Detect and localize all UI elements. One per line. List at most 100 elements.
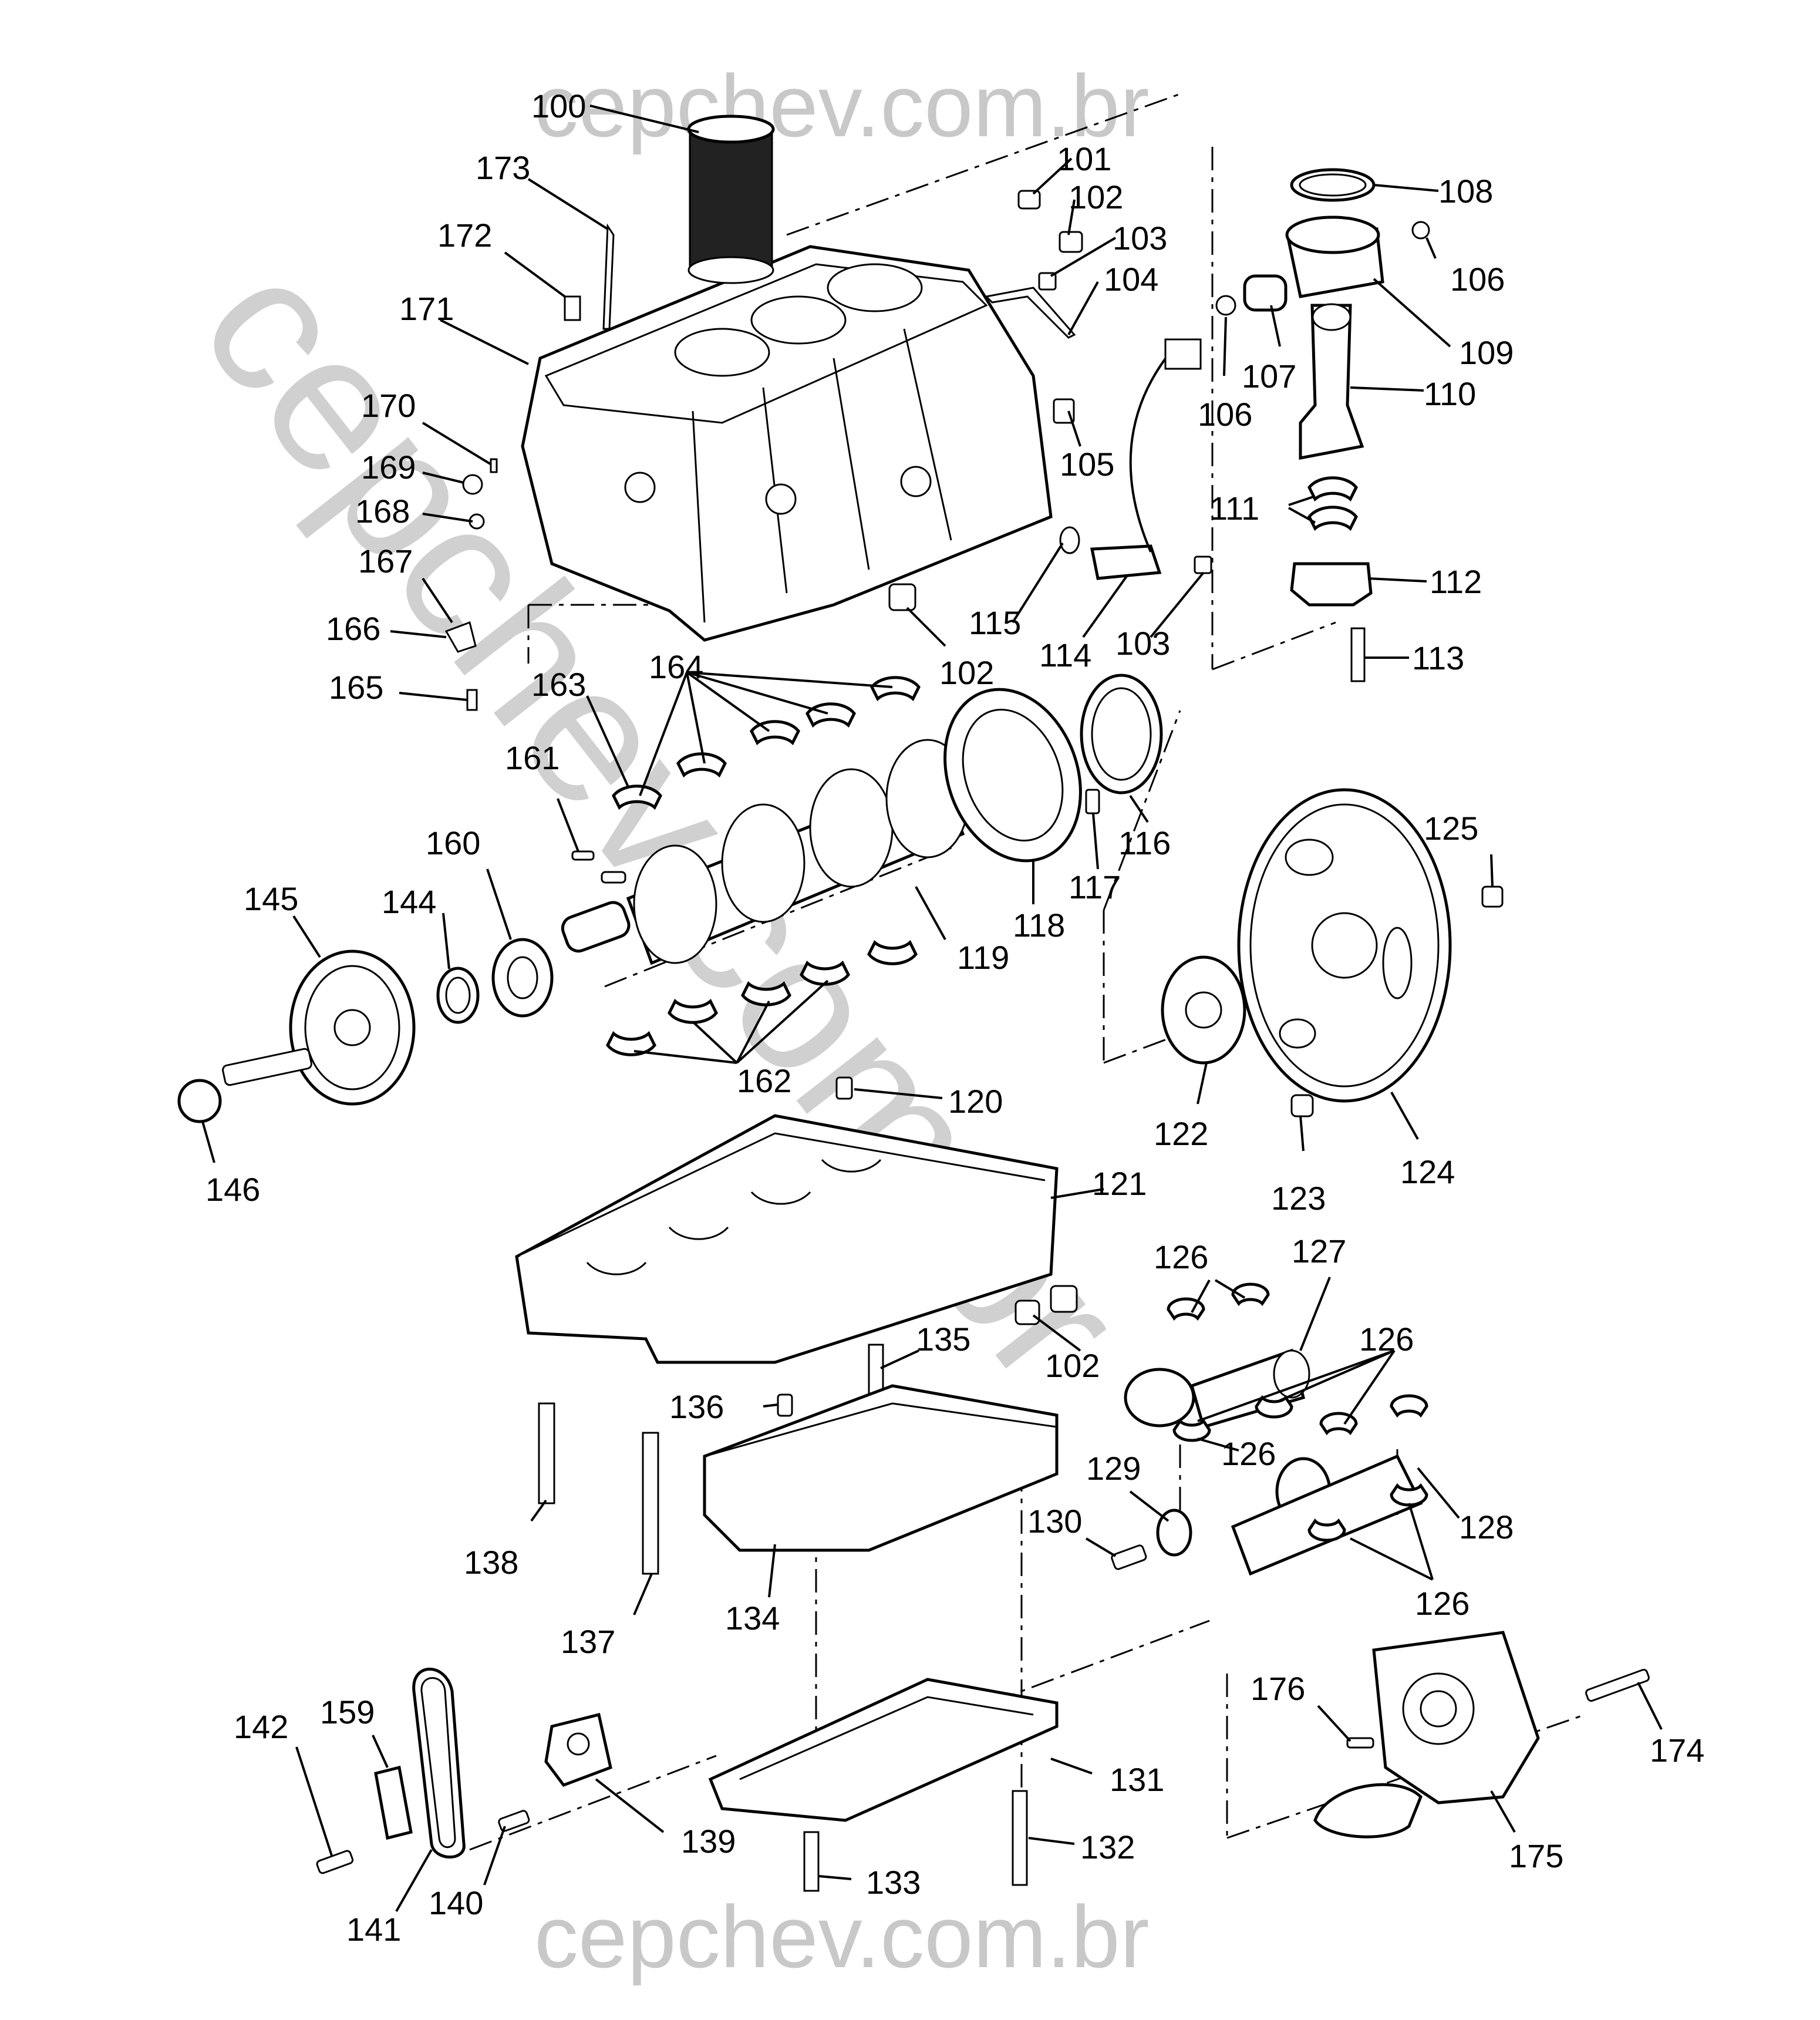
callout-136: 136 [669,1388,724,1425]
plug-102-side [888,583,916,611]
bolt-137 [642,1432,659,1575]
callout-125: 125 [1424,810,1478,847]
rear-main-seal [1080,674,1163,794]
connecting-rod [1299,303,1364,460]
balance-shaft-127 [1124,1348,1310,1429]
callout-124: 124 [1400,1153,1455,1190]
balance-shaft-128 [1231,1454,1423,1576]
lower-crankcase [515,1114,1059,1364]
callout-106-left: 106 [1198,396,1252,433]
pin-105 [1053,398,1075,424]
bolt-138 [538,1402,555,1504]
callout-110: 110 [1424,375,1476,412]
jet-166 [444,621,477,653]
oil-pan [708,1678,1059,1822]
bolt-165 [466,689,478,711]
callout-104: 104 [1104,261,1158,298]
callout-122: 122 [1154,1115,1208,1152]
callout-103-side: 103 [1115,625,1170,662]
callout-176: 176 [1251,1670,1305,1707]
dipstick-tube-173 [602,223,615,330]
callout-175: 175 [1509,1837,1563,1874]
callout-119: 119 [957,939,1009,976]
callout-142: 142 [234,1708,288,1745]
bolt-174 [1585,1668,1650,1702]
callout-167: 167 [358,543,413,580]
callout-126-bottom: 126 [1415,1585,1470,1622]
rod-cap [1290,562,1373,607]
callout-123: 123 [1271,1180,1326,1217]
callout-100: 100 [531,87,586,124]
callout-168: 168 [355,493,410,530]
callout-labels: 100 101 102 103 104 105 106 106 107 108 … [205,87,1704,1948]
piston [1285,216,1384,298]
plug-169 [462,474,483,495]
callout-164: 164 [649,648,703,685]
callout-166: 166 [326,610,380,647]
balance-shaft-sprocket-129 [1156,1509,1192,1557]
callout-126-right: 126 [1359,1321,1414,1358]
dowel-pin-172 [564,295,581,321]
callout-112: 112 [1430,563,1482,600]
callout-137: 137 [561,1623,615,1660]
bolt-133 [803,1831,820,1892]
bolt-117 [1085,789,1100,814]
callout-106-right: 106 [1450,261,1505,298]
callout-131: 131 [1110,1761,1164,1798]
bracket-104 [984,287,1076,339]
pin-176 [1346,1737,1374,1749]
callout-144: 144 [382,883,436,920]
callout-130: 130 [1027,1503,1082,1540]
callout-102-side: 102 [939,654,994,691]
crankshaft [561,739,970,965]
callout-102-top: 102 [1069,179,1123,216]
key-161 [571,850,595,861]
callout-162: 162 [737,1062,791,1099]
flexplate-reinforcement [1161,955,1246,1065]
callout-102-lower: 102 [1045,1347,1100,1384]
callout-107: 107 [1242,358,1296,395]
reluctor-ring [943,688,1082,863]
callout-120: 120 [948,1083,1003,1120]
piston-pin [1215,221,1430,316]
timing-chain-tensioner [544,1712,612,1787]
callout-111: 111 [1209,490,1259,527]
callout-161: 161 [505,739,560,776]
callout-139: 139 [681,1823,736,1860]
callout-126-mid: 126 [1221,1435,1276,1472]
balance-shaft-housing [703,1384,1059,1552]
bolt-103-top [1038,272,1057,291]
callout-146: 146 [205,1171,260,1208]
callout-116: 116 [1118,824,1171,861]
front-crankshaft-seal [436,967,480,1024]
callout-105: 105 [1060,446,1114,483]
callout-101: 101 [1057,140,1111,177]
callout-174: 174 [1650,1732,1704,1769]
plug-101 [1017,190,1041,210]
watermark-top: cepchev.com.br [534,56,1150,155]
callout-121: 121 [1092,1165,1147,1202]
callout-170: 170 [361,387,416,424]
callout-128: 128 [1459,1509,1514,1546]
main-bearings-upper [612,676,921,810]
callout-103-top: 103 [1113,220,1167,257]
bolt-125 [1481,886,1504,908]
callout-145: 145 [244,880,298,917]
callout-134: 134 [725,1600,780,1637]
plug-102-lower [1015,1285,1078,1325]
callout-115: 115 [969,604,1021,641]
callout-159: 159 [320,1694,375,1731]
watermark-bottom: cepchev.com.br [534,1887,1150,1986]
crankshaft-sprocket [491,938,554,1018]
callout-113: 113 [1412,639,1464,676]
bolt-130 [1111,1544,1147,1570]
callout-118: 118 [1013,907,1065,944]
bolt-142 [316,1850,354,1874]
callout-127: 127 [1292,1233,1346,1270]
rod-bolt [1350,627,1366,682]
crankshaft-balancer [289,950,416,1106]
balance-shaft-bearings [1167,1282,1428,1542]
callout-117: 117 [1069,868,1121,905]
callout-165: 165 [329,669,383,706]
